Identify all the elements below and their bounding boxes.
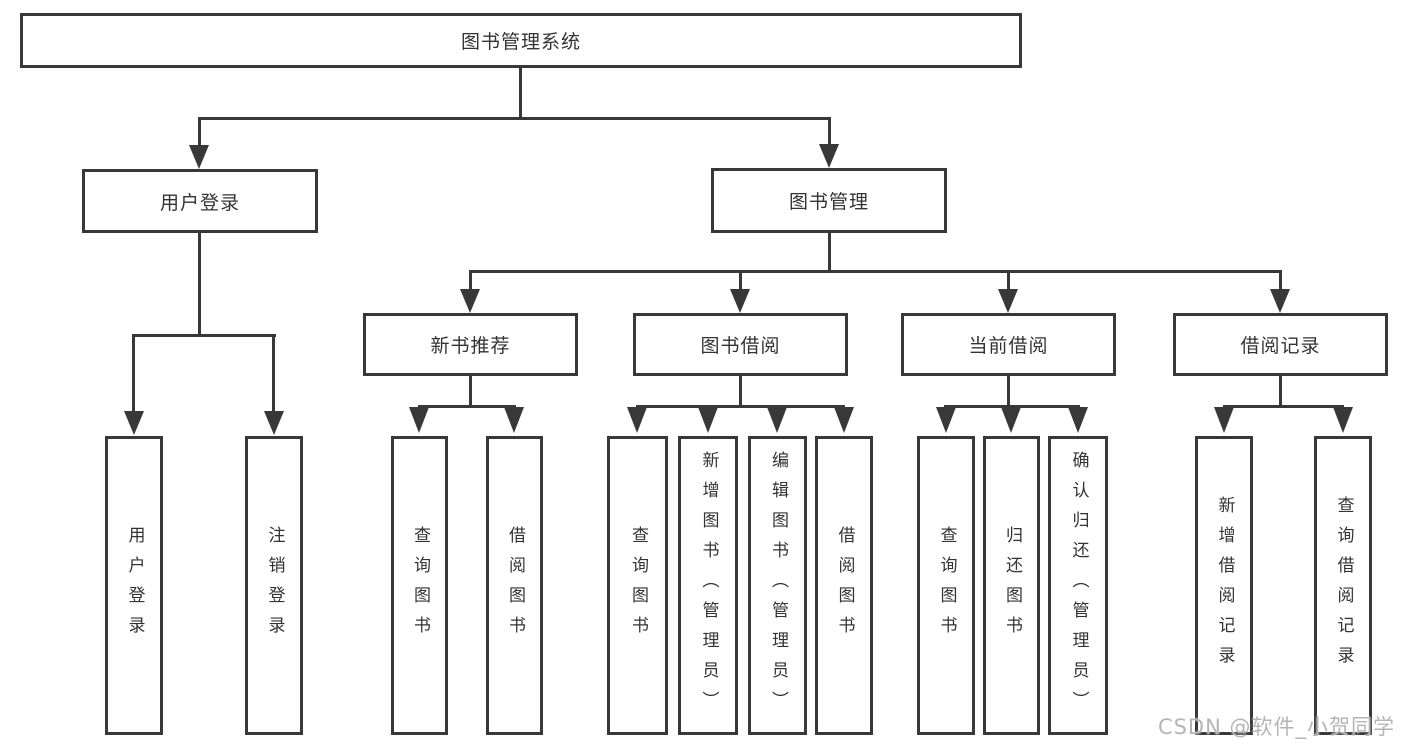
connector-new-book-split [418, 405, 516, 408]
arrow-into-borrow-book-2 [834, 407, 854, 433]
connector-book-borrow-stem [739, 376, 742, 407]
node-current-borrowing-label: 当前借阅 [968, 335, 1049, 357]
leaf-add-borrow-record: 新增借阅记录 [1195, 436, 1253, 735]
leaf-borrow-book-1-label: 借阅图书 [505, 525, 525, 646]
connector-user-login-split [132, 334, 276, 337]
arrow-into-query-book-3 [936, 407, 956, 433]
arrow-into-user-login [189, 145, 209, 169]
connector-current-borrow-stem [1007, 376, 1010, 407]
arrow-into-return-book [1001, 407, 1021, 433]
connector-root-split [198, 117, 831, 120]
node-new-book-recommend: 新书推荐 [363, 313, 578, 376]
arrow-into-book-borrow [730, 289, 750, 313]
leaf-user-login: 用户登录 [105, 436, 163, 735]
connector-drop-logout-leaf [272, 334, 275, 412]
leaf-edit-book-admin-label: 编辑图书（管理员） [768, 450, 788, 721]
leaf-query-book-3: 查询图书 [917, 436, 975, 735]
node-new-book-recommend-label: 新书推荐 [430, 335, 511, 357]
arrow-into-confirm-return [1068, 407, 1088, 433]
connector-drop-book-mgmt [828, 117, 831, 147]
arrow-into-logout-leaf [264, 411, 284, 435]
connector-book-borrow-split [636, 405, 845, 408]
node-user-login: 用户登录 [82, 169, 318, 233]
leaf-borrow-book-2: 借阅图书 [815, 436, 873, 735]
node-current-borrowing: 当前借阅 [901, 313, 1116, 376]
connector-book-mgmt-split [469, 270, 1282, 273]
leaf-logout-label: 注销登录 [264, 525, 285, 646]
arrow-into-query-borrow-record [1333, 407, 1353, 433]
arrow-into-query-book-1 [409, 407, 429, 433]
arrow-into-add-book [698, 407, 718, 433]
leaf-add-book-admin: 新增图书（管理员） [678, 436, 738, 735]
leaf-query-book-2-label: 查询图书 [628, 525, 648, 646]
connector-root-stem [519, 68, 522, 118]
leaf-query-borrow-record-label: 查询借阅记录 [1333, 495, 1354, 676]
arrow-into-login-leaf [124, 411, 144, 435]
connector-current-borrow-split [944, 405, 1080, 408]
connector-book-mgmt-stem [828, 233, 831, 272]
leaf-query-book-3-label: 查询图书 [936, 525, 957, 646]
leaf-logout: 注销登录 [245, 436, 303, 735]
node-book-borrowing-label: 图书借阅 [700, 335, 781, 357]
leaf-add-borrow-record-label: 新增借阅记录 [1214, 495, 1235, 676]
node-user-login-label: 用户登录 [159, 191, 240, 214]
connector-borrow-record-stem [1279, 376, 1282, 407]
connector-drop-book-borrow [739, 270, 742, 290]
node-book-management: 图书管理 [711, 168, 947, 233]
leaf-borrow-book-1: 借阅图书 [486, 436, 543, 735]
arrow-into-add-borrow-record [1214, 407, 1234, 433]
arrow-into-borrow-record [1270, 289, 1290, 313]
connector-borrow-record-split [1223, 405, 1344, 408]
leaf-query-borrow-record: 查询借阅记录 [1314, 436, 1372, 735]
leaf-confirm-return-admin-label: 确认归还（管理员） [1068, 450, 1089, 721]
connector-drop-user-login [198, 117, 201, 147]
node-book-borrowing: 图书借阅 [633, 313, 848, 376]
leaf-query-book-2: 查询图书 [607, 436, 668, 735]
leaf-borrow-book-2-label: 借阅图书 [834, 525, 855, 646]
arrow-into-edit-book [767, 407, 787, 433]
leaf-query-book-1-label: 查询图书 [410, 525, 430, 646]
leaf-return-book-label: 归还图书 [1002, 525, 1022, 646]
connector-new-book-stem [469, 376, 472, 407]
leaf-confirm-return-admin: 确认归还（管理员） [1048, 436, 1108, 735]
arrow-into-borrow-book-1 [504, 407, 524, 433]
csdn-watermark: CSDN @软件_小贺同学 [1157, 715, 1395, 739]
arrow-into-new-book [460, 289, 480, 313]
connector-drop-login-leaf [132, 334, 135, 412]
leaf-query-book-1: 查询图书 [391, 436, 448, 735]
node-borrowing-records: 借阅记录 [1173, 313, 1388, 376]
leaf-add-book-admin-label: 新增图书（管理员） [698, 450, 719, 721]
connector-drop-current-borrow [1007, 270, 1010, 290]
leaf-edit-book-admin: 编辑图书（管理员） [748, 436, 807, 735]
leaf-return-book: 归还图书 [983, 436, 1040, 735]
leaf-user-login-label: 用户登录 [124, 525, 145, 646]
arrow-into-book-mgmt [819, 144, 839, 168]
connector-user-login-stem [198, 233, 201, 336]
connector-drop-new-book [469, 270, 472, 290]
arrow-into-query-book-2 [627, 407, 647, 433]
connector-drop-borrow-record [1279, 270, 1282, 290]
node-borrowing-records-label: 借阅记录 [1240, 335, 1321, 357]
arrow-into-current-borrow [998, 289, 1018, 313]
node-root-label: 图书管理系统 [460, 31, 581, 53]
node-book-management-label: 图书管理 [788, 191, 869, 213]
node-root: 图书管理系统 [20, 13, 1022, 68]
